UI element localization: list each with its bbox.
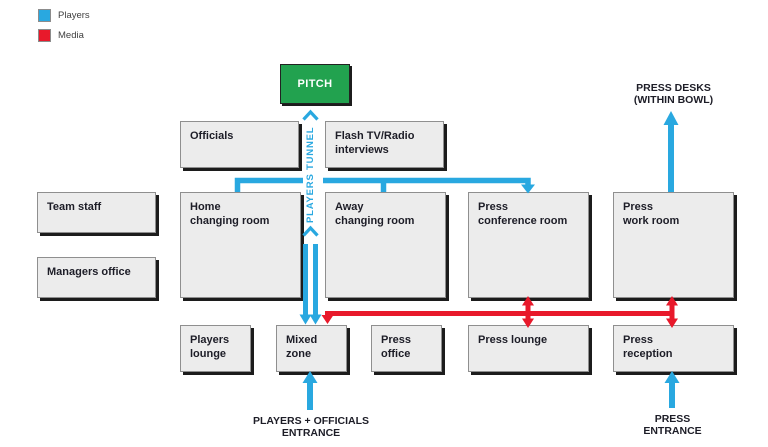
players-route-right-branch <box>323 177 531 186</box>
press-lounge-box: Press lounge <box>468 325 589 372</box>
team-staff-box: Team staff <box>37 192 156 233</box>
home-changing-room-box: Home changing room <box>180 192 301 298</box>
tunnel-up-chevron-top-icon <box>302 109 319 121</box>
legend-media: Media <box>38 29 84 42</box>
players-tunnel-label: PLAYERS TUNNEL <box>305 126 316 224</box>
away-changing-room-box: Away changing room <box>325 192 446 298</box>
players-lounge-box: Players lounge <box>180 325 251 372</box>
flash-interviews-box: Flash TV/Radio interviews <box>325 121 444 168</box>
legend-media-label: Media <box>58 30 84 41</box>
officials-box: Officials <box>180 121 299 168</box>
arrowhead-press-entrance-into-press-reception <box>664 371 680 383</box>
press-desks-label: PRESS DESKS (WITHIN BOWL) <box>633 82 714 107</box>
players-officials-entrance-label: PLAYERS + OFFICIALS ENTRANCE <box>252 415 369 440</box>
press-reception-box: Press reception <box>613 325 734 372</box>
pitch-box: PITCH <box>280 64 350 104</box>
players-color-swatch-icon <box>38 9 51 22</box>
arrowhead-tunnel-1-into-mixed-zone <box>299 314 312 325</box>
legend-players-label: Players <box>58 10 90 21</box>
arrowhead-tunnel-2-into-mixed-zone <box>309 314 322 325</box>
players-route-home-branch <box>234 177 303 192</box>
press-office-box: Press office <box>371 325 442 372</box>
press-conference-room-box: Press conference room <box>468 192 589 298</box>
media-color-swatch-icon <box>38 29 51 42</box>
arrowhead-media-into-mixed-zone <box>321 315 334 324</box>
press-entrance-label: PRESS ENTRANCE <box>643 413 702 438</box>
legend-players: Players <box>38 9 90 22</box>
arrowhead-to-press-desks <box>663 111 679 125</box>
mixed-zone-box: Mixed zone <box>276 325 347 372</box>
tunnel-up-chevron-bottom-icon <box>302 225 319 237</box>
press-work-room-box: Press work room <box>613 192 734 298</box>
managers-office-box: Managers office <box>37 257 156 298</box>
arrowhead-players-entrance-into-mixed-zone <box>302 371 318 383</box>
